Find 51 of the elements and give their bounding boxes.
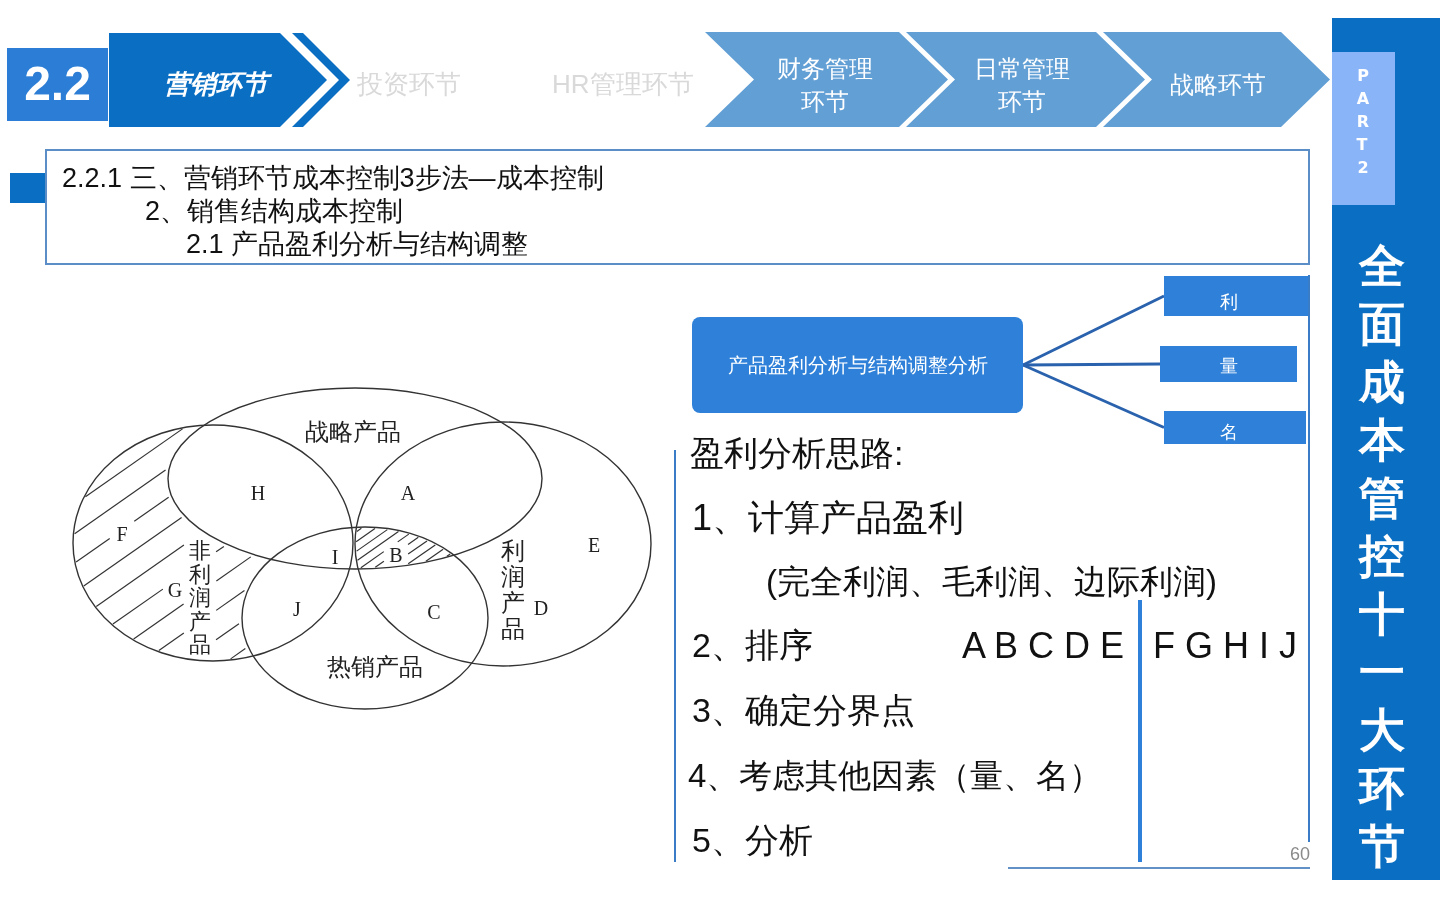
list-item: 5、分析 [692,819,813,861]
region-letter: I [330,548,340,566]
heading-box [45,149,1310,265]
list-note: (完全利润、毛利润、边际利润) [766,561,1217,602]
factor-box [1160,346,1297,382]
connector-line [1023,362,1160,367]
analysis-box [692,317,1023,413]
region-letter: H [249,484,267,502]
process-step [1103,32,1330,127]
factor-box [1164,411,1306,444]
factor-box [1164,276,1308,316]
list-item: 3、确定分界点 [692,689,915,731]
ranking-letters: F G H I J [1153,623,1297,668]
step-label: 营销环节 [146,68,286,100]
ranking-letters: A B C D E [962,623,1125,668]
region-letter: D [532,599,550,617]
box-label: 名 [1219,421,1239,443]
ellipse-label: 热销产品 [327,653,423,681]
box-label: 量 [1219,355,1239,377]
ellipse-label: 非利润产品 [189,539,211,657]
sidebar-title: 全面成本管控十一大环节 [1359,239,1405,874]
heading-line: 2.1 产品盈利分析与结构调整 [186,228,529,260]
list-heading: 盈利分析思路: [690,432,904,474]
ellipse-label: 战略产品 [305,418,401,446]
sidebar-band [1332,18,1440,880]
step-label: 战略环节 [1169,69,1267,100]
box-label: 产品盈利分析与结构调整分析 [726,353,989,378]
list-item: 4、考虑其他因素（量、名） [688,755,1103,796]
region-letter: J [292,600,302,618]
section-number: 2.2 [23,56,92,112]
region-letter: E [586,536,602,554]
region-letter: C [426,603,442,621]
part-label: PART 2 [1356,64,1370,179]
region-letter: B [388,546,404,564]
venn-ellipse [241,526,489,710]
region-letter: A [399,484,417,502]
list-item: 2、排序 [692,624,813,666]
box-label: 利 [1219,291,1239,313]
heading-line: 2、销售结构成本控制 [145,195,404,227]
step-label: 财务管理环节 [776,53,874,117]
region-letter: F [115,525,129,543]
heading-line: 2.2.1 三、营销环节成本控制3步法—成本控制 [62,162,604,194]
page-number: 60 [1290,844,1311,864]
current-process-step [109,33,350,127]
connector-line [1022,363,1165,429]
ellipse-label: 利润产品 [501,538,525,642]
region-letter: G [166,581,184,599]
step-label: 日常管理环节 [973,53,1071,117]
list-item: 1、计算产品盈利 [692,495,965,540]
part-tag [1332,52,1395,205]
section-number-box [7,48,108,121]
